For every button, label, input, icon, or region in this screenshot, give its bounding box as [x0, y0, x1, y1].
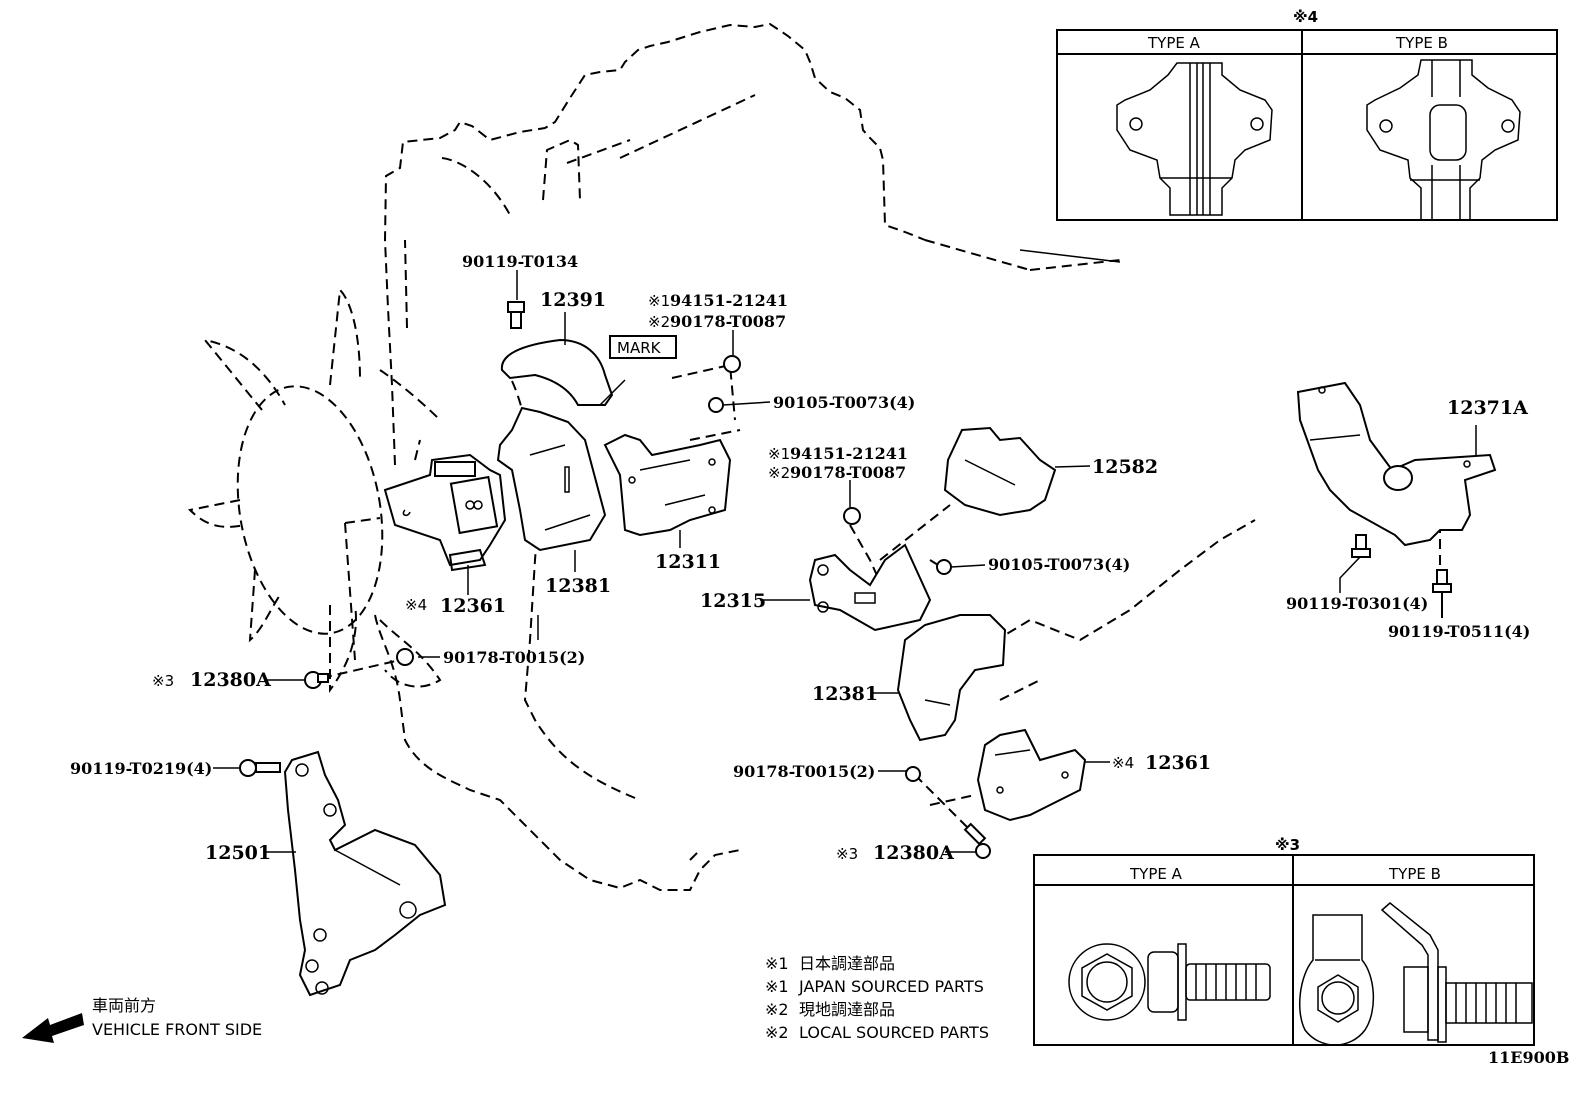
legend-mark-4: ※2: [765, 1023, 789, 1042]
label-90105-top: 90105-T0073(4): [773, 393, 915, 412]
bolt-12380A-left: [304, 671, 329, 689]
legend-text-4: LOCAL SOURCED PARTS: [799, 1023, 989, 1042]
part-12361-right-drawing: [976, 728, 1087, 822]
inset-3-table: ※3 TYPE A TYPE B: [1033, 836, 1535, 1046]
label-94151-top-mark: ※1: [648, 292, 670, 310]
label-90178-mid-mark: ※2: [768, 464, 790, 482]
label-12361-left-mark: ※4: [405, 596, 427, 614]
nut-90178-T0015-left: [396, 648, 414, 666]
label-90119-T0511: 90119-T0511(4): [1388, 622, 1530, 641]
inset-4-type-b-drawing: [1366, 59, 1521, 221]
part-12361-left-drawing: [383, 453, 507, 572]
label-12501: 12501: [205, 842, 271, 864]
bolt-90105-top: [708, 397, 771, 413]
label-90119-T0301: 90119-T0301(4): [1286, 594, 1428, 613]
nut-94151-top: [723, 330, 741, 373]
inset-4-frame: [1056, 29, 1558, 221]
bolt-90105-mid: [929, 559, 986, 575]
direction-label-jp: 車両前方: [92, 996, 156, 1015]
inset-3-type-b-drawing: [1298, 902, 1533, 1046]
sourcing-legend: ※1 日本調達部品 ※1 JAPAN SOURCED PARTS ※2 現地調達…: [765, 954, 989, 1042]
legend-text-2: JAPAN SOURCED PARTS: [798, 977, 984, 996]
inset-4-type-a-drawing: [1116, 62, 1273, 216]
vehicle-front-direction: 車両前方 VEHICLE FRONT SIDE: [22, 996, 262, 1043]
bolt-12380A-right: [963, 822, 991, 859]
legend-text-3: 現地調達部品: [799, 1000, 895, 1019]
label-12381-right: 12381: [812, 683, 878, 705]
inset-3-type-b-header: TYPE B: [1388, 865, 1441, 883]
bolt-90119-T0511: [1432, 569, 1452, 618]
mark-callout-label: MARK: [617, 339, 662, 357]
nut-94151-mid: [843, 480, 861, 525]
label-90178-top-mark: ※2: [648, 313, 670, 331]
inset-4-type-b-header: TYPE B: [1395, 34, 1448, 52]
front-direction-arrow-icon: [22, 1013, 84, 1043]
cooling-fan-outline: [187, 287, 442, 694]
bolt-90119-T0219: [239, 759, 281, 777]
label-94151-mid: 94151-21241: [790, 444, 908, 463]
label-12361-right-mark: ※4: [1112, 754, 1134, 772]
label-12380A-right-mark: ※3: [836, 845, 858, 863]
label-12582: 12582: [1092, 456, 1158, 478]
label-90178-T0015-left: 90178-T0015(2): [443, 648, 585, 667]
label-12391: 12391: [540, 289, 606, 311]
legend-mark-2: ※1: [765, 977, 789, 996]
label-12311: 12311: [655, 551, 721, 573]
part-12371A-drawing: [1296, 381, 1497, 547]
inset-4-table: ※4 TYPE A TYPE B: [1056, 8, 1558, 221]
bolt-90119-T0301: [1339, 534, 1371, 593]
label-90178-T0015-right: 90178-T0015(2): [733, 762, 875, 781]
inset-4-mark: ※4: [1293, 8, 1318, 26]
part-12381-left-drawing: [496, 406, 607, 552]
label-12315: 12315: [700, 590, 766, 612]
label-12380A-left-mark: ※3: [152, 672, 174, 690]
label-12361-right: 12361: [1145, 752, 1211, 774]
label-12371A: 12371A: [1447, 397, 1528, 419]
inset-3-frame: [1033, 854, 1535, 1046]
part-12391-drawing: [500, 338, 614, 406]
label-90178-top: 90178-T0087: [670, 312, 786, 331]
diagram-code: 11E900B: [1488, 1048, 1569, 1067]
label-12361-left: 12361: [440, 595, 506, 617]
part-12381-right-drawing: [896, 614, 1007, 742]
leader-lines: [213, 312, 1477, 853]
part-12315-drawing: [808, 543, 932, 632]
bolt-90119-T0134: [507, 270, 525, 329]
legend-mark-1: ※1: [765, 954, 789, 973]
part-labels: 90119-T0134 12391 ※1 94151-21241 ※2 9017…: [70, 252, 1530, 864]
label-90105-mid: 90105-T0073(4): [988, 555, 1130, 574]
label-12380A-right: 12380A: [873, 842, 954, 864]
label-94151-mid-mark: ※1: [768, 445, 790, 463]
direction-label-en: VEHICLE FRONT SIDE: [92, 1020, 262, 1039]
nut-90178-T0015-right: [905, 766, 921, 782]
inset-3-type-a-drawing: [1068, 943, 1271, 1021]
part-12311-drawing: [603, 433, 732, 537]
part-12582-drawing: [943, 426, 1057, 517]
label-90119-T0134: 90119-T0134: [462, 252, 578, 271]
legend-text-1: 日本調達部品: [799, 954, 895, 973]
label-90178-mid: 90178-T0087: [790, 463, 906, 482]
label-94151-top: 94151-21241: [670, 291, 788, 310]
label-90119-T0219: 90119-T0219(4): [70, 759, 212, 778]
part-12501-drawing: [283, 750, 447, 997]
inset-4-type-a-header: TYPE A: [1147, 34, 1201, 52]
inset-3-type-a-header: TYPE A: [1129, 865, 1183, 883]
legend-mark-3: ※2: [765, 1000, 789, 1019]
inset-3-mark: ※3: [1275, 836, 1300, 854]
label-12381-left: 12381: [545, 575, 611, 597]
label-12380A-left: 12380A: [190, 669, 271, 691]
mark-callout-box: [609, 335, 677, 359]
